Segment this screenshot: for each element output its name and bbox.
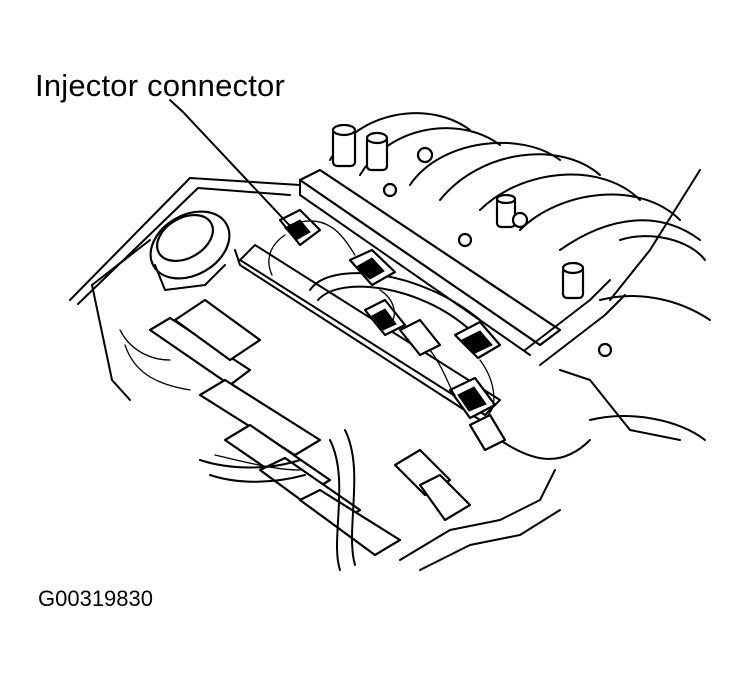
wiring (119, 220, 495, 471)
callout-leader-line (182, 111, 293, 229)
manifold-bolts (331, 123, 613, 358)
ignition-coils (148, 298, 472, 557)
oil-filler-cap (149, 210, 231, 291)
stud-3 (495, 193, 517, 229)
engine-cover-outline (69, 177, 301, 401)
figure-id: G00319830 (38, 586, 153, 611)
stud-2 (365, 131, 389, 172)
fuel-rail (234, 168, 562, 421)
injector-connector-label: Injector connector (35, 68, 286, 103)
stud-4 (561, 261, 585, 300)
injector-connectors (278, 208, 507, 452)
stud-1 (331, 123, 357, 168)
callout-leader-stub (169, 99, 184, 113)
